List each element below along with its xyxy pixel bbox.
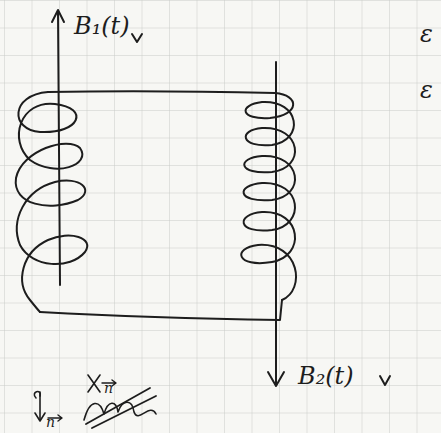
field-label: B₂(t): [298, 364, 354, 388]
normal-vector-label: n: [104, 381, 113, 395]
emf-symbol: ε: [420, 22, 433, 46]
emf-symbol: ε: [420, 78, 433, 102]
normal-vector-label: n: [46, 415, 55, 429]
field-label: B₁(t): [74, 14, 130, 38]
